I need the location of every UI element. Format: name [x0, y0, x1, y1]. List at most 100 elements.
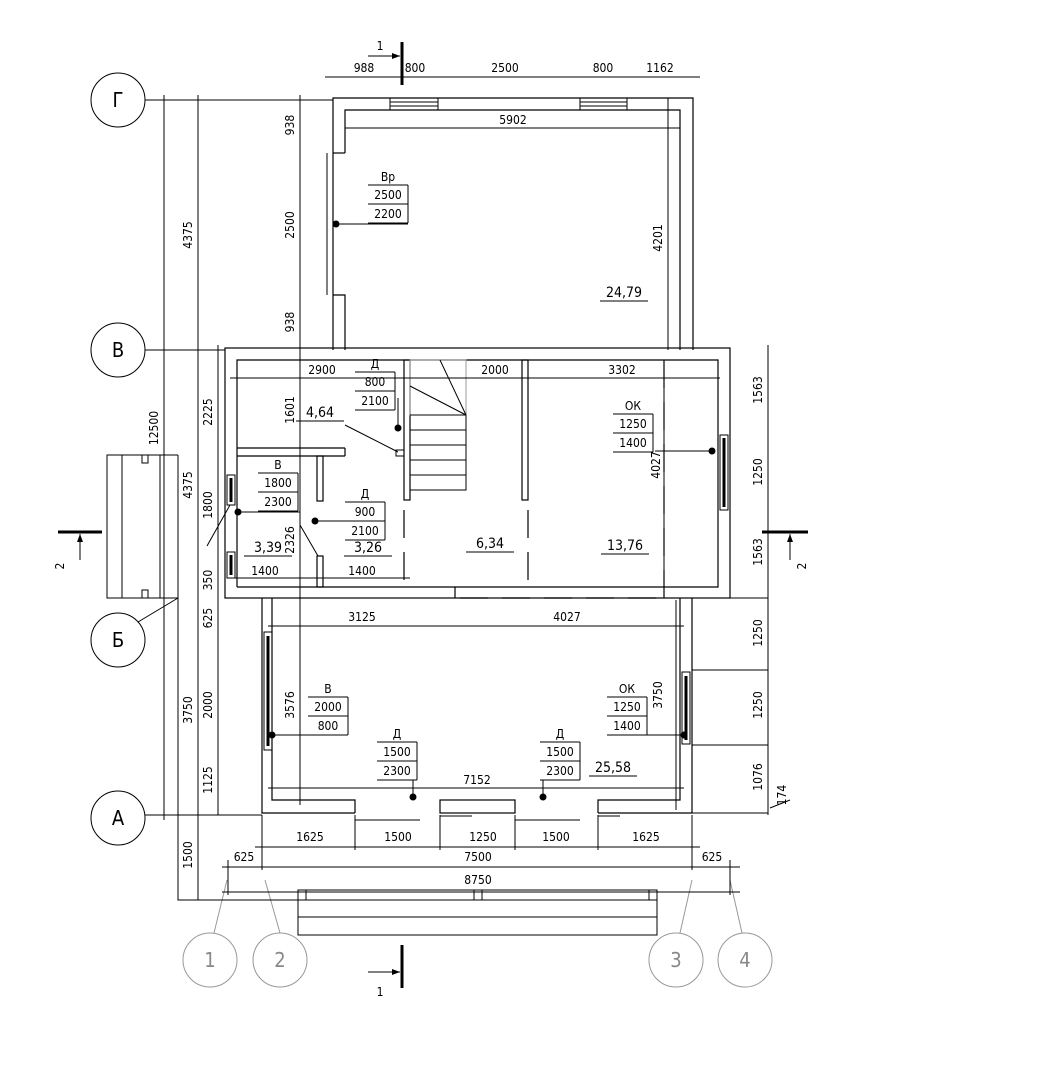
dimension-value: 988: [354, 61, 375, 75]
opening-height: 2200: [374, 207, 402, 221]
dimension-value: 5902: [499, 113, 526, 127]
walls: [106, 97, 768, 936]
dimension-value: 1162: [646, 61, 673, 75]
dimension-value: 2225: [201, 398, 215, 425]
opening-height: 1400: [613, 719, 641, 733]
dimension-value: 1250: [751, 458, 765, 486]
dimension-value: 1500: [384, 830, 412, 844]
dimension-value: 800: [593, 61, 614, 75]
opening-height: 800: [318, 719, 339, 733]
opening-height: 2300: [546, 764, 574, 778]
opening-width: 2500: [374, 188, 402, 202]
dimension-value: 1601: [283, 396, 297, 423]
opening-width: 1800: [264, 476, 292, 490]
dimension-value: 938: [283, 115, 297, 136]
opening-type: В: [274, 458, 281, 472]
opening-height: 1400: [619, 436, 647, 450]
opening-height: 2100: [361, 394, 389, 408]
opening-type: Д: [371, 357, 379, 371]
dimension-value: 800: [405, 61, 426, 75]
dimension-value: 8750: [464, 873, 492, 887]
room-area: 3,26: [354, 540, 382, 556]
axis-label-col: 1: [204, 948, 215, 972]
room-area: 4,64: [306, 405, 334, 421]
dimension-value: 3750: [181, 696, 195, 724]
axis-label-col: 2: [274, 948, 285, 972]
opening-width: 900: [355, 505, 376, 519]
dimension-value: 625: [702, 850, 723, 864]
dimension-lines: [163, 76, 791, 900]
axis-label-row: Б: [112, 628, 124, 652]
dimension-value: 1800: [201, 491, 215, 519]
section-label: 1: [377, 985, 384, 999]
leader-lines: [206, 220, 716, 801]
opening-width: 1250: [613, 700, 641, 714]
room-area: 13,76: [607, 538, 643, 554]
dimension-value: 1500: [181, 841, 195, 869]
opening-height: 2100: [351, 524, 379, 538]
opening-type: Д: [556, 727, 564, 741]
dimension-value: 1400: [251, 564, 279, 578]
section-label: 2: [795, 563, 809, 570]
opening-width: 2000: [314, 700, 342, 714]
axis-label-col: 4: [739, 948, 750, 972]
opening-width: 1500: [546, 745, 574, 759]
dimension-value: 174: [775, 785, 789, 806]
opening-type: Д: [361, 487, 369, 501]
dimension-value: 3125: [348, 610, 375, 624]
dimension-value: 1250: [751, 619, 765, 647]
opening-width: 800: [365, 375, 386, 389]
axis-markers: [90, 72, 773, 988]
dimension-value: 4201: [651, 224, 665, 251]
dimension-value: 2326: [283, 526, 297, 554]
dimension-value: 3576: [283, 691, 297, 719]
opening-type: В: [324, 682, 331, 696]
dimension-value: 1563: [751, 376, 765, 403]
section-marks: [58, 42, 808, 988]
dimension-value: 4375: [181, 471, 195, 498]
dimension-value: 4027: [553, 610, 580, 624]
staircase: [409, 359, 467, 491]
dimension-value: 1076: [751, 763, 765, 791]
dimension-value: 7500: [464, 850, 492, 864]
section-label: 1: [377, 39, 384, 53]
room-area: 3,39: [254, 540, 282, 556]
section-label: 2: [53, 563, 67, 570]
dimension-value: 3302: [608, 363, 635, 377]
opening-type: Вр: [381, 170, 395, 184]
dimension-value: 1125: [201, 766, 215, 793]
dimension-value: 3750: [651, 681, 665, 709]
dimension-value: 1500: [542, 830, 570, 844]
dimension-value: 625: [234, 850, 255, 864]
room-area: 25,58: [595, 760, 631, 776]
dimension-value: 625: [201, 608, 215, 629]
dimension-value: 7152: [463, 773, 490, 787]
dimension-value: 350: [201, 570, 215, 591]
opening-width: 1250: [619, 417, 647, 431]
room-area: 24,79: [606, 285, 642, 301]
dimension-value: 1625: [632, 830, 659, 844]
axis-label-row: В: [112, 338, 124, 362]
opening-width: 1500: [383, 745, 411, 759]
dimension-value: 1250: [469, 830, 497, 844]
axis-label-row: Г: [113, 88, 124, 112]
opening-height: 2300: [383, 764, 411, 778]
dimension-value: 1563: [751, 538, 765, 565]
room-area: 6,34: [476, 536, 504, 552]
opening-type: ОК: [619, 682, 635, 696]
dimension-value: 12500: [147, 411, 161, 445]
dimension-value: 2500: [283, 211, 297, 239]
opening-type: ОК: [625, 399, 641, 413]
opening-height: 2300: [264, 495, 292, 509]
dimension-value: 2000: [481, 363, 509, 377]
dimension-value: 4027: [649, 451, 663, 478]
axis-label-row: А: [112, 806, 125, 830]
plan-annotations: Г В Б А 1 2 3 4 1 1 2 2 988 800 2500 800 1162 5902 938 2500…: [53, 39, 809, 999]
dimension-value: 2900: [308, 363, 336, 377]
plan-linework: [58, 42, 808, 988]
dimension-value: 1400: [348, 564, 376, 578]
opening-type: Д: [393, 727, 401, 741]
axis-label-col: 3: [670, 948, 681, 972]
dimension-value: 1625: [296, 830, 323, 844]
